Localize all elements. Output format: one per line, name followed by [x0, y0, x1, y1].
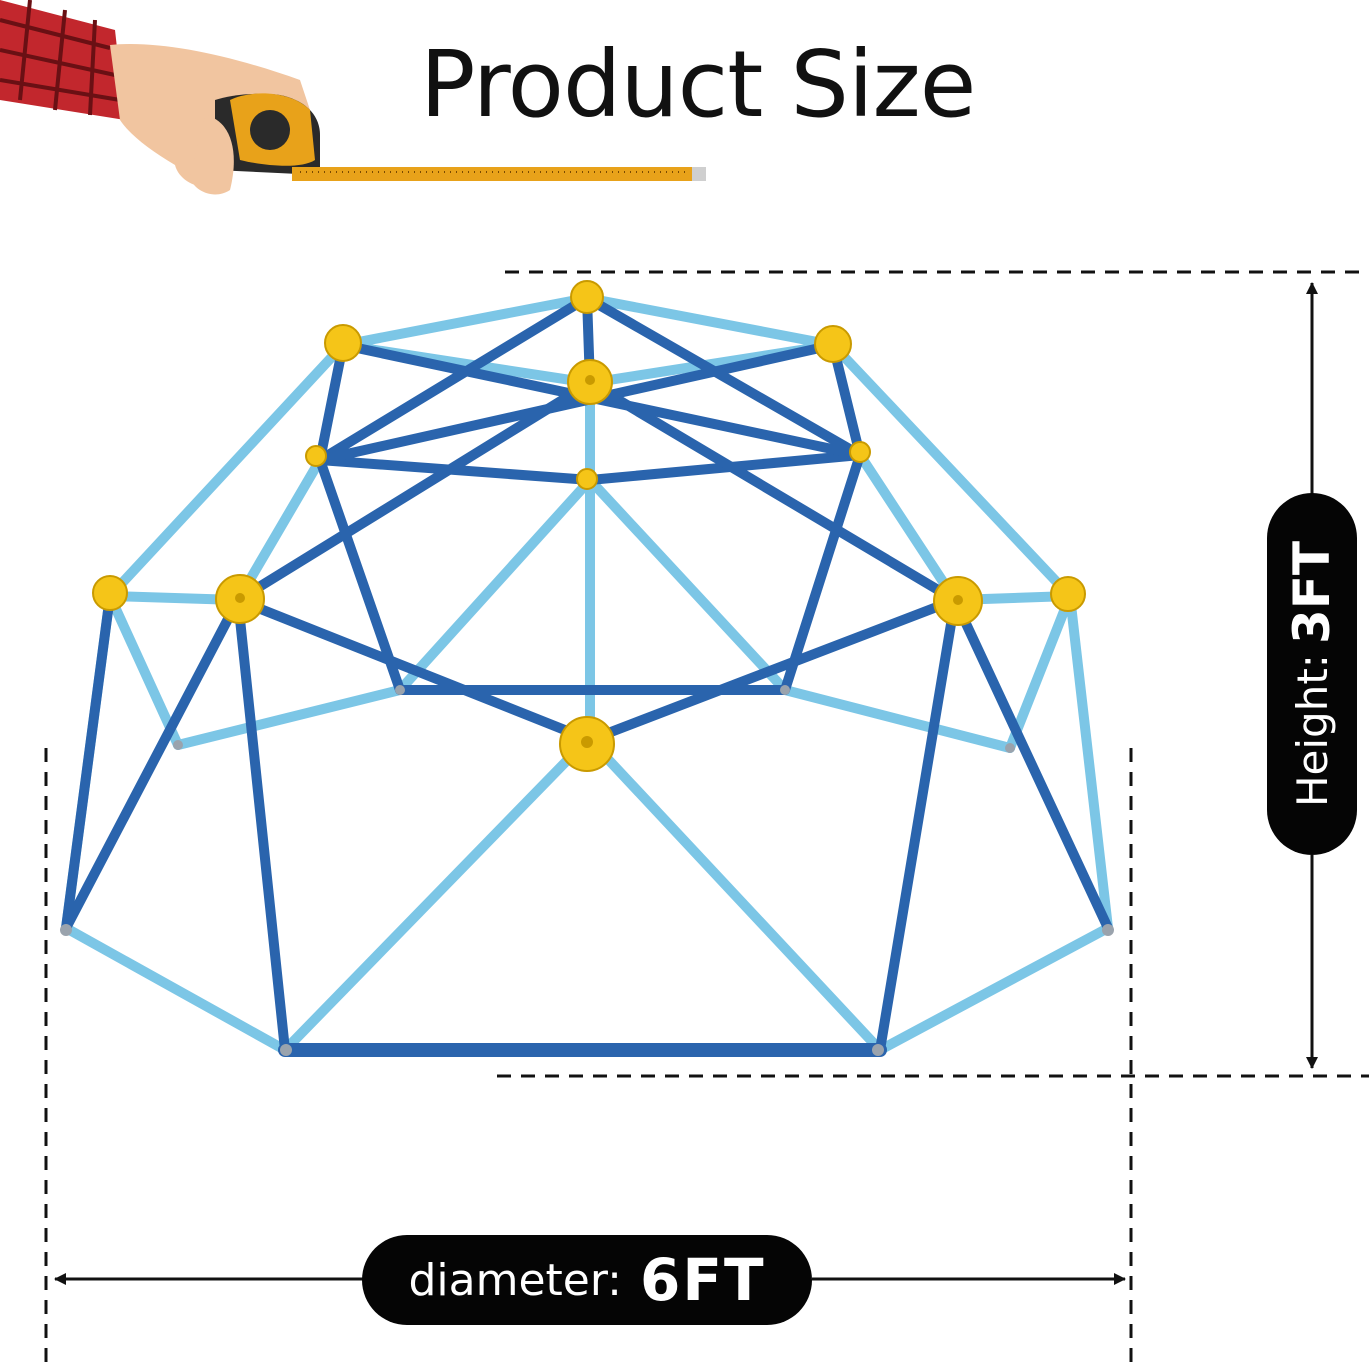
climbing-dome-illustration	[60, 280, 1114, 1057]
dimension-guides	[44, 270, 1369, 1371]
height-value: 3FT	[1283, 540, 1341, 645]
height-label: Height:	[1287, 654, 1337, 808]
diameter-value: 6FT	[639, 1246, 766, 1314]
diameter-badge: diameter: 6FT	[362, 1235, 812, 1325]
hand-with-tape-measure-icon	[0, 0, 706, 195]
height-badge: Height: 3FT	[1267, 493, 1357, 855]
page-title: Product Size	[420, 31, 976, 138]
diameter-label: diameter:	[408, 1254, 622, 1306]
